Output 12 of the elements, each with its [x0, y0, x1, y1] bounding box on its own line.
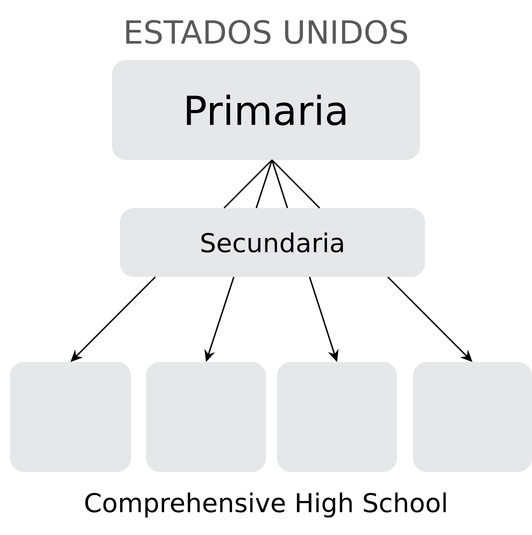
title: ESTADOS UNIDOS: [126, 20, 408, 44]
empty-box: [10, 362, 131, 472]
connector-line: [272, 160, 320, 208]
empty-box: [146, 362, 266, 472]
empty-box: [413, 362, 532, 472]
connector-line: [256, 160, 273, 208]
empty-box: [277, 362, 397, 472]
level-box: Secundaria: [120, 208, 425, 277]
connector-line: [271, 160, 288, 208]
connector-line: [224, 160, 272, 208]
caption: Comprehensive High School: [85, 492, 446, 518]
level-box: Primaria: [112, 60, 420, 160]
